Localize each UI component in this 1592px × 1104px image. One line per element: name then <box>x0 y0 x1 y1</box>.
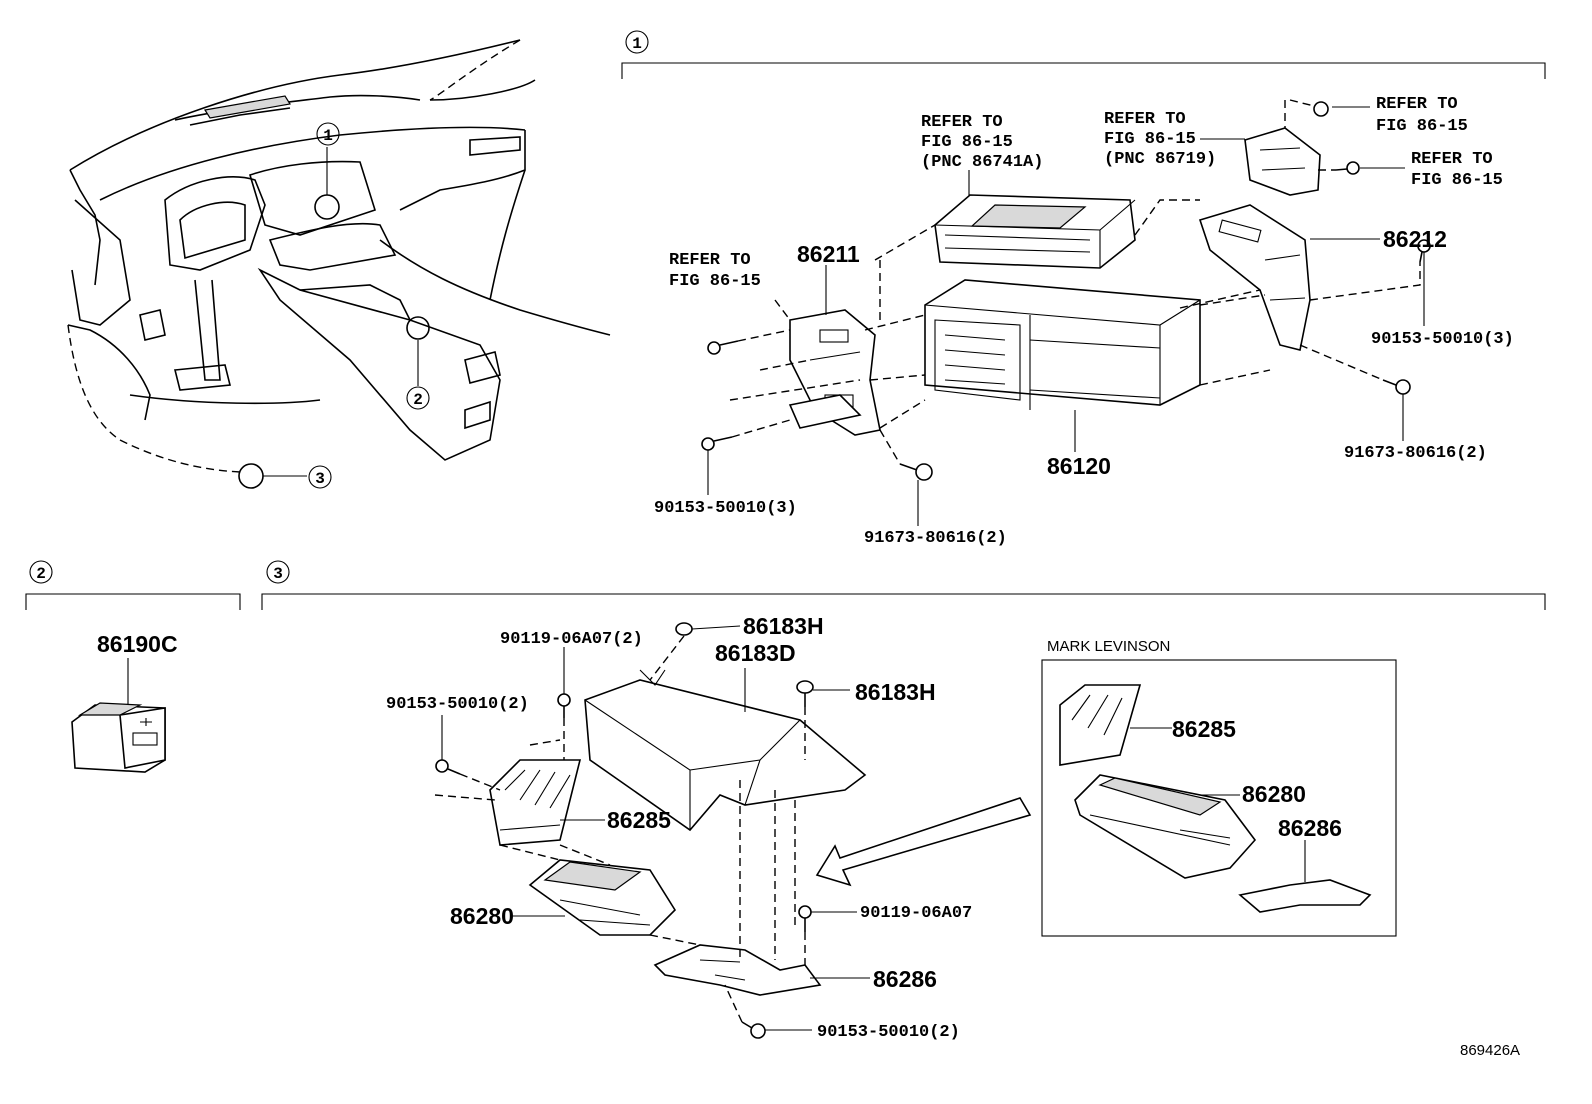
direction-arrow <box>815 797 1032 887</box>
refer-c-line1: REFER TO <box>1376 95 1458 114</box>
section-1-number: 1 <box>632 35 642 53</box>
label-86285: 86285 <box>607 807 671 833</box>
refer-a-line2: FIG 86-15 <box>921 133 1013 152</box>
cover-86183d <box>584 669 867 832</box>
callout-marker-1-overview: 1 <box>316 122 340 146</box>
refer-a-line1: REFER TO <box>921 113 1003 132</box>
section-1-leaders <box>707 106 1425 526</box>
marker-1-text: 1 <box>323 127 333 145</box>
refer-e-line2: FIG 86-15 <box>669 272 761 291</box>
label-bolt-right-small: 90153-50010(3) <box>1371 330 1514 349</box>
label-bolt-bottom: 90153-50010(2) <box>817 1023 960 1042</box>
section-3-number: 3 <box>273 565 283 583</box>
refer-d-line2: FIG 86-15 <box>1411 171 1503 190</box>
bracket-86212 <box>1198 204 1311 351</box>
mark-levinson-title: MARK LEVINSON <box>1047 638 1170 655</box>
label-86183d: 86183D <box>715 640 796 666</box>
audio-unit-86120 <box>924 279 1201 410</box>
refer-b-line2: FIG 86-15 <box>1104 130 1196 149</box>
label-86211: 86211 <box>797 241 860 267</box>
ml-label-86280: 86280 <box>1242 781 1306 807</box>
ml-label-86285: 86285 <box>1172 716 1236 742</box>
bracket-86211 <box>788 309 881 436</box>
label-86280: 86280 <box>450 903 514 929</box>
bracket-86286 <box>653 944 822 996</box>
bracket-upper-refer <box>1244 127 1321 196</box>
dashboard-illustration <box>67 39 611 489</box>
section-3-leaders <box>441 625 870 1031</box>
refer-a-line3: (PNC 86741A) <box>921 153 1043 172</box>
section-1-parts <box>701 99 1431 526</box>
label-86212: 86212 <box>1383 226 1447 252</box>
marker-2-text: 2 <box>413 391 423 409</box>
label-bolt-left-big: 91673-80616(2) <box>864 529 1007 548</box>
usb-port-86190c <box>71 658 166 773</box>
amplifier-86280 <box>528 859 677 936</box>
fastener-icons <box>701 101 1431 481</box>
marker-3-text: 3 <box>315 470 325 488</box>
refer-e-line1: REFER TO <box>669 251 751 270</box>
mark-levinson-inset: MARK LEVINSON 86285 86280 86286 <box>1041 638 1397 937</box>
section-1-dashed-guides <box>729 99 1421 465</box>
label-86183h-mid: 86183H <box>855 679 936 705</box>
refer-c-line2: FIG 86-15 <box>1376 117 1468 136</box>
label-86120: 86120 <box>1047 453 1111 479</box>
label-bolt-left: 90153-50010(2) <box>386 695 529 714</box>
label-bolt-left-small: 90153-50010(3) <box>654 499 797 518</box>
refer-b-line3: (PNC 86719) <box>1104 150 1216 169</box>
label-bolt-right-big: 91673-80616(2) <box>1344 444 1487 463</box>
refer-b-line1: REFER TO <box>1104 110 1186 129</box>
label-86183h-top: 86183H <box>743 613 824 639</box>
callout-marker-2-overview: 2 <box>406 386 430 410</box>
section-3-header: 3 <box>261 560 1546 610</box>
bracket-86285 <box>489 759 582 846</box>
section-3-labels: 86183H 86183D 86183H 90119-06A07(2) 9015… <box>386 613 972 1042</box>
nav-module-upper <box>934 194 1136 269</box>
section-1-header: 1 <box>621 30 1546 79</box>
mark-levinson-box <box>1041 659 1397 937</box>
figure-code: 869426A <box>1460 1042 1520 1059</box>
section-1-labels: REFER TO FIG 86-15 (PNC 86741A) REFER TO… <box>654 95 1514 548</box>
section-3-dashed-guides <box>434 635 806 1023</box>
section-2-header: 2 <box>25 560 241 610</box>
refer-d-line1: REFER TO <box>1411 150 1493 169</box>
overview-leaders <box>263 147 419 477</box>
label-screw-top: 90119-06A07(2) <box>500 630 643 649</box>
label-screw-mid: 90119-06A07 <box>860 904 972 923</box>
ml-label-86286: 86286 <box>1278 815 1342 841</box>
callout-marker-3-overview: 3 <box>308 465 332 489</box>
label-86286: 86286 <box>873 966 937 992</box>
section-2-number: 2 <box>36 565 46 583</box>
section-3-parts <box>434 622 1032 1039</box>
label-86190c: 86190C <box>97 631 178 657</box>
